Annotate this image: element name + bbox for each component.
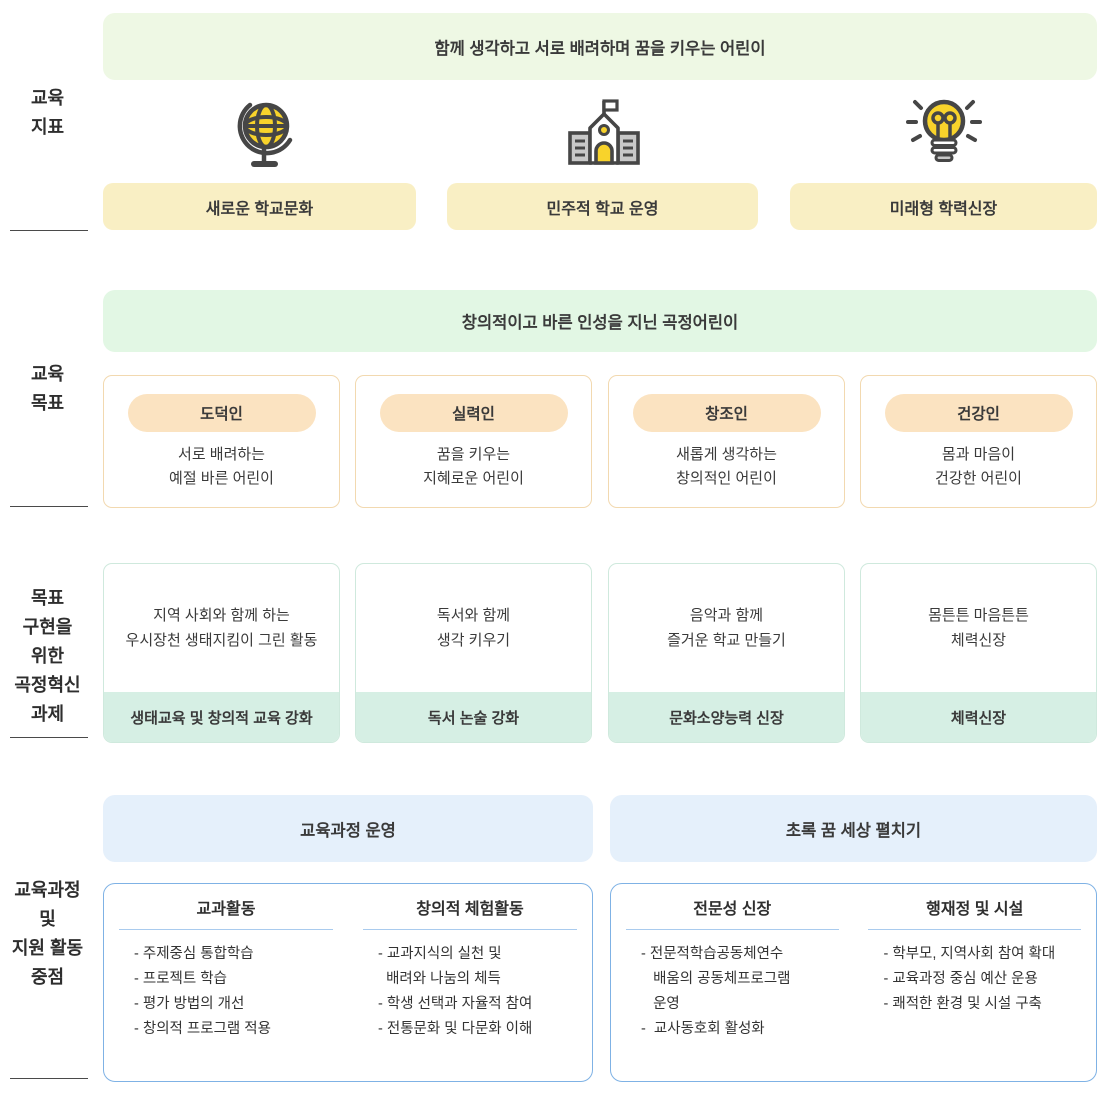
section-label-indicators: 교육 지표: [30, 88, 65, 137]
list-item: - 주제중심 통합학습: [134, 946, 254, 962]
goal-card-creative: 창조인 새롭게 생각하는 창의적인 어린이: [608, 375, 845, 508]
section-label-goals: 교육 목표: [30, 364, 65, 413]
column-admin-facilities: 행재정 및 시설 - 학부모, 지역사회 참여 확대 - 교육과정 중심 예산 …: [854, 884, 1097, 1081]
goal-card-competent: 실력인 꿈을 키우는 지혜로운 어린이: [355, 375, 592, 508]
task-footer: 독서 논술 강화: [356, 692, 591, 742]
column-list: - 학부모, 지역사회 참여 확대 - 교육과정 중심 예산 운용 - 쾌적한 …: [854, 930, 1097, 1017]
section-label-curriculum-support: 교육과정 및 지원 활동 중점: [11, 880, 84, 987]
curriculum-detail-card: 교과활동 - 주제중심 통합학습 - 프로젝트 학습 - 평가 방법의 개선 -…: [103, 883, 593, 1082]
task-desc: 음악과 함께 즐거운 학교 만들기: [667, 607, 786, 649]
task-footer: 체력신장: [861, 692, 1096, 742]
task-card-music: 음악과 함께 즐거운 학교 만들기 문화소양능력 신장: [608, 563, 845, 743]
column-title: 교과활동: [196, 901, 256, 918]
section-divider: [10, 737, 88, 738]
pillar-future-achievement: 미래형 학력신장: [790, 183, 1097, 230]
goal-desc: 서로 배려하는 예절 바른 어린이: [169, 446, 274, 487]
pillar-democratic-school: 민주적 학교 운영: [447, 183, 758, 230]
column-list: - 교과지식의 실천 및 배려와 나눔의 체득 - 학생 선택과 자율적 참여 …: [348, 930, 592, 1042]
goal-desc: 몸과 마음이 건강한 어린이: [935, 446, 1022, 487]
column-title: 행재정 및 시설: [926, 901, 1024, 918]
task-card-eco: 지역 사회와 함께 하는 우시장천 생태지킴이 그린 활동 생태교육 및 창의적…: [103, 563, 340, 743]
list-item: - 창의적 프로그램 적용: [134, 1021, 271, 1037]
column-title: 전문성 신장: [693, 901, 772, 918]
section-label-innovation-tasks: 목표 구현을 위한 곡정혁신 과제: [14, 588, 81, 724]
list-item: - 평가 방법의 개선: [134, 996, 245, 1012]
task-card-reading: 독서와 함께 생각 키우기 독서 논술 강화: [355, 563, 592, 743]
section-divider: [10, 1078, 88, 1079]
goal-card-moral: 도덕인 서로 배려하는 예절 바른 어린이: [103, 375, 340, 508]
support-detail-card: 전문성 신장 - 전문적학습공동체연수 배움의 공동체프로그램 운영 - 교사동…: [610, 883, 1097, 1082]
pillar-new-school-culture: 새로운 학교문화: [103, 183, 416, 230]
list-item: - 교사동호회 활성화: [641, 1021, 765, 1037]
goal-pill: 창조인: [632, 394, 821, 432]
column-creative-experience: 창의적 체험활동 - 교과지식의 실천 및 배려와 나눔의 체득 - 학생 선택…: [348, 884, 592, 1081]
task-footer: 생태교육 및 창의적 교육 강화: [104, 692, 339, 742]
task-desc: 몸튼튼 마음튼튼 체력신장: [928, 607, 1029, 649]
goals-banner: 창의적이고 바른 인성을 지닌 곡정어린이: [103, 290, 1097, 352]
goal-card-healthy: 건강인 몸과 마음이 건강한 어린이: [860, 375, 1097, 508]
column-underline: [868, 929, 1082, 930]
task-footer: 문화소양능력 신장: [609, 692, 844, 742]
list-item: - 교육과정 중심 예산 운용: [883, 971, 1038, 987]
indicators-banner: 함께 생각하고 서로 배려하며 꿈을 키우는 어린이: [103, 13, 1097, 80]
task-desc: 지역 사회와 함께 하는 우시장천 생태지킴이 그린 활동: [125, 607, 318, 649]
globe-icon: [216, 92, 308, 178]
column-title: 창의적 체험활동: [416, 901, 524, 918]
curriculum-banner: 교육과정 운영: [103, 795, 593, 862]
task-card-fitness: 몸튼튼 마음튼튼 체력신장 체력신장: [860, 563, 1097, 743]
list-item: - 전문적학습공동체연수 배움의 공동체프로그램 운영: [641, 946, 791, 1012]
section-divider: [10, 230, 88, 231]
lightbulb-icon: [898, 90, 990, 176]
list-item: - 학생 선택과 자율적 참여: [378, 996, 533, 1012]
column-underline: [362, 929, 578, 930]
goal-pill: 실력인: [379, 394, 568, 432]
column-list: - 주제중심 통합학습 - 프로젝트 학습 - 평가 방법의 개선 - 창의적 …: [104, 930, 348, 1042]
column-subject-activities: 교과활동 - 주제중심 통합학습 - 프로젝트 학습 - 평가 방법의 개선 -…: [104, 884, 348, 1081]
goal-pill: 도덕인: [127, 394, 316, 432]
list-item: - 쾌적한 환경 및 시설 구축: [883, 996, 1042, 1012]
school-icon: [558, 92, 650, 178]
list-item: - 교과지식의 실천 및 배려와 나눔의 체득: [378, 946, 502, 987]
section-divider: [10, 506, 88, 507]
list-item: - 학부모, 지역사회 참여 확대: [883, 946, 1056, 962]
column-underline: [625, 929, 839, 930]
goal-desc: 새롭게 생각하는 창의적인 어린이: [676, 446, 777, 487]
goal-pill: 건강인: [884, 394, 1073, 432]
list-item: - 전통문화 및 다문화 이해: [378, 1021, 533, 1037]
task-desc: 독서와 함께 생각 키우기: [436, 607, 511, 649]
column-list: - 전문적학습공동체연수 배움의 공동체프로그램 운영 - 교사동호회 활성화: [611, 930, 854, 1042]
column-professionalism: 전문성 신장 - 전문적학습공동체연수 배움의 공동체프로그램 운영 - 교사동…: [611, 884, 854, 1081]
list-item: - 프로젝트 학습: [134, 971, 227, 987]
column-underline: [118, 929, 334, 930]
goal-desc: 꿈을 키우는 지혜로운 어린이: [423, 446, 524, 487]
green-dream-banner: 초록 꿈 세상 펼치기: [610, 795, 1097, 862]
